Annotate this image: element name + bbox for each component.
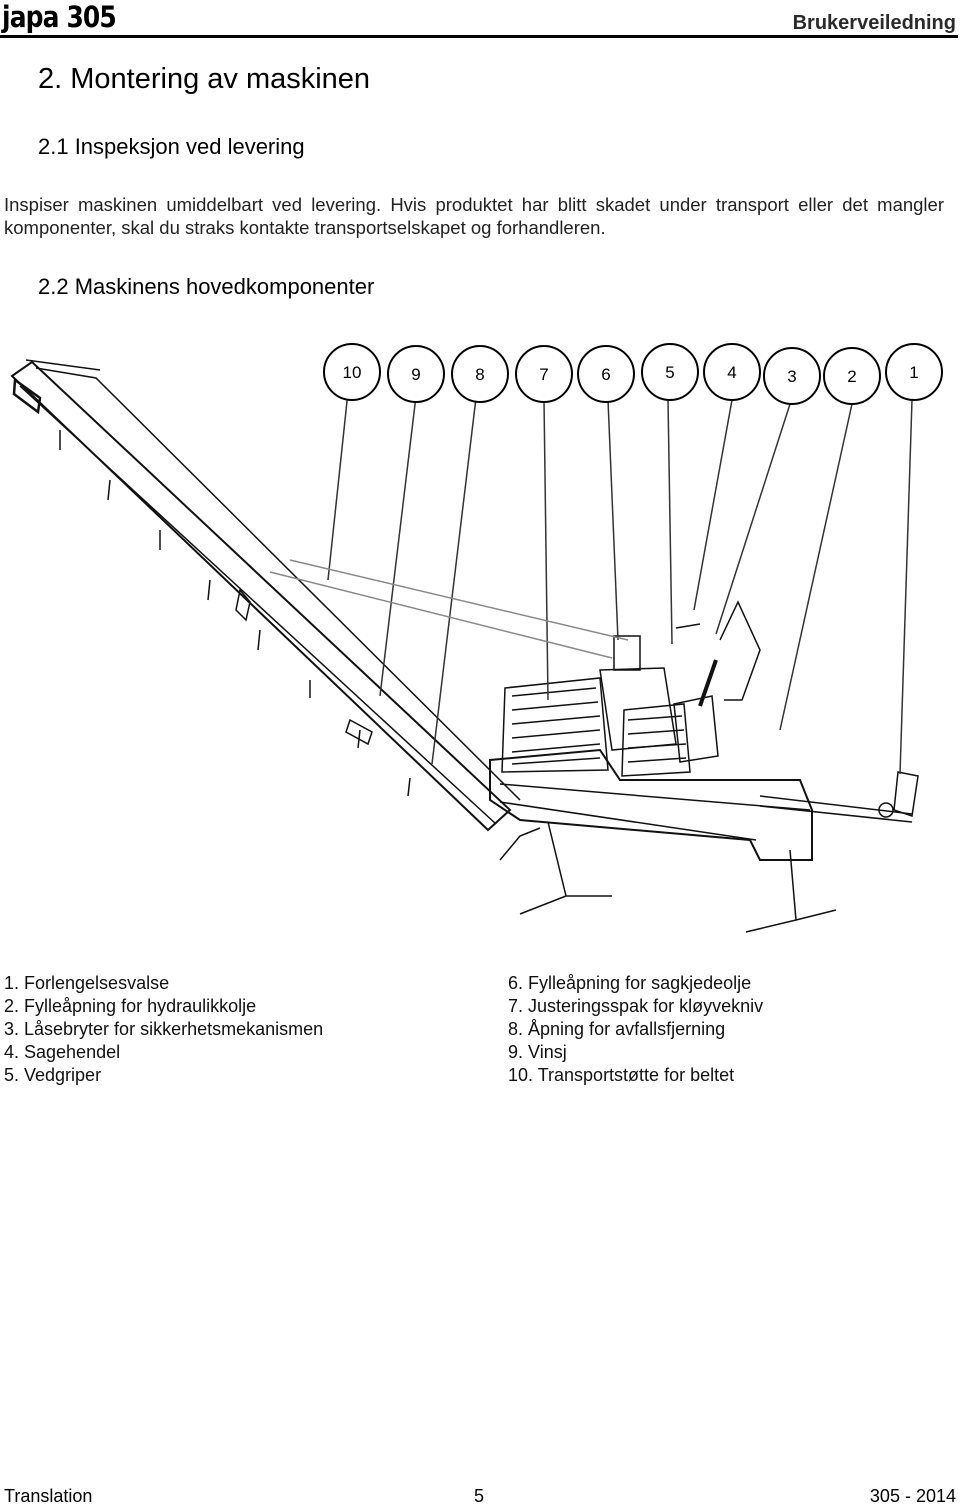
legend-item: 2. Fylleåpning for hydraulikkolje — [4, 996, 257, 1016]
page-header: japa 305 Brukerveiledning — [0, 0, 960, 40]
section-title: 2. Montering av maskinen — [38, 63, 371, 95]
legend-item: 3. Låsebryter for sikkerhetsmekanismen — [4, 1019, 324, 1039]
legend-item: 8. Åpning for avfallsfjerning — [508, 1019, 726, 1039]
svg-text:9: 9 — [411, 365, 420, 384]
legend-item: 6. Fylleåpning for sagkjedeolje — [508, 973, 752, 993]
callout-7: 7 — [515, 345, 573, 403]
callout-list: 10 9 8 7 6 5 4 3 2 1 — [323, 343, 943, 405]
subsection-title-inspection: 2.1 Inspeksjon ved levering — [38, 134, 305, 159]
subsection-title-components: 2.2 Maskinens hovedkomponenter — [38, 274, 375, 299]
legend-right-column: 6. Fylleåpning for sagkjedeolje 7. Juste… — [508, 972, 763, 1087]
footer-model-year: 305 - 2014 — [869, 1486, 956, 1506]
callout-6: 6 — [577, 345, 635, 403]
legend-left-column: 1. Forlengelsesvalse 2. Fylleåpning for … — [4, 972, 323, 1087]
brand-logo-text: japa 305 — [2, 0, 117, 34]
machine-diagram: 10 9 8 7 6 5 4 3 2 1 — [10, 343, 943, 933]
callout-1: 1 — [885, 343, 943, 401]
callout-5: 5 — [641, 343, 699, 401]
legend-item: 5. Vedgriper — [4, 1065, 102, 1085]
legend-item: 4. Sagehendel — [4, 1042, 121, 1062]
svg-text:4: 4 — [727, 363, 736, 382]
callout-9: 9 — [387, 345, 445, 403]
callout-3: 3 — [763, 347, 821, 405]
legend-item: 1. Forlengelsesvalse — [4, 973, 170, 993]
header-divider — [0, 35, 958, 38]
svg-text:8: 8 — [475, 365, 484, 384]
machine-components-figure: 10 9 8 7 6 5 4 3 2 1 — [0, 340, 960, 960]
legend-item: 7. Justeringsspak for kløyvekniv — [508, 996, 764, 1016]
svg-text:5: 5 — [665, 363, 674, 382]
legend-item: 10. Transportstøtte for beltet — [508, 1065, 735, 1085]
page-number: 5 — [474, 1486, 485, 1506]
page-footer: Translation 5 305 - 2014 — [0, 1486, 960, 1506]
svg-text:10: 10 — [343, 363, 362, 382]
inspection-paragraph: Inspiser maskinen umiddelbart ved leveri… — [4, 194, 944, 238]
svg-text:3: 3 — [787, 367, 796, 386]
callout-10: 10 — [323, 343, 381, 401]
callout-4: 4 — [703, 343, 761, 401]
svg-text:2: 2 — [847, 367, 856, 386]
svg-text:7: 7 — [539, 365, 548, 384]
svg-text:6: 6 — [601, 365, 610, 384]
document-type: Brukerveiledning — [792, 12, 956, 34]
callout-8: 8 — [451, 345, 509, 403]
svg-text:1: 1 — [909, 363, 918, 382]
footer-translation-label: Translation — [4, 1486, 93, 1506]
legend-item: 9. Vinsj — [508, 1042, 567, 1062]
callout-2: 2 — [823, 347, 881, 405]
